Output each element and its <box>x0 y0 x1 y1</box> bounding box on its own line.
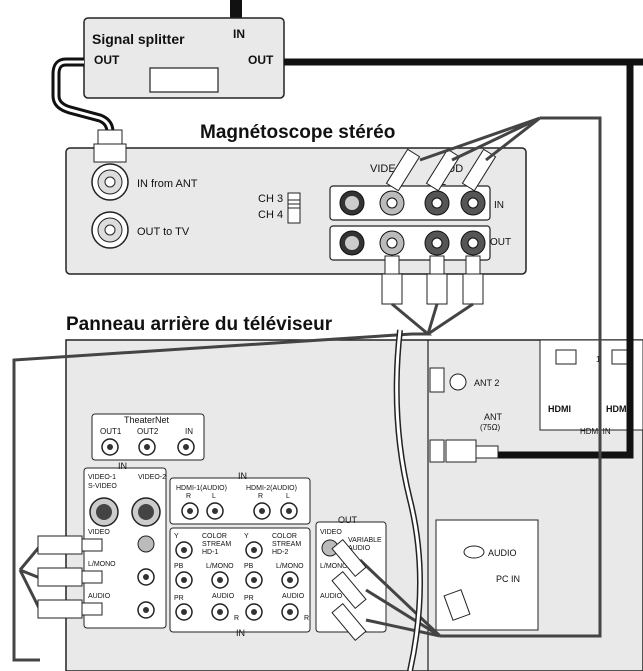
vcr-output-plugs <box>381 255 484 305</box>
out-lmono-label: L/MONO <box>320 563 348 570</box>
hdmi-logo-2: HDMI <box>606 404 629 414</box>
video1-label: VIDEO-1 <box>88 474 116 481</box>
variable-label: VARIABLE <box>348 537 382 544</box>
vcr-in-label: IN <box>494 200 504 211</box>
theaternet-out2-label: OUT2 <box>137 427 159 436</box>
cs1-line3: HD-1 <box>202 549 218 556</box>
tv-out-to-vcr-in-cable <box>440 116 602 638</box>
hdmi1-r-label: R <box>186 493 191 500</box>
vcr-out-label: OUT <box>490 237 511 248</box>
vcr-in-svideo-jack <box>339 190 365 216</box>
pc-in-label: PC IN <box>496 574 520 584</box>
ch3-label: CH 3 <box>258 193 283 205</box>
vcr-in-jack-row <box>329 185 491 221</box>
ch4-label: CH 4 <box>258 209 283 221</box>
out-audio-label: AUDIO <box>320 593 343 600</box>
ant2-connector-left <box>429 367 445 393</box>
cs1-line2: STREAM <box>202 541 231 548</box>
vcr-in-audio-r-jack <box>460 190 486 216</box>
colorstream-in-label: IN <box>236 628 245 638</box>
hdmi-in-label: HDMI IN <box>580 427 611 436</box>
cs2-line2: STREAM <box>272 541 301 548</box>
video2-label: VIDEO-2 <box>138 474 166 481</box>
pc-audio-label: AUDIO <box>488 548 517 558</box>
ant-connector-left <box>429 439 445 463</box>
tv-title: Panneau arrière du téléviseur <box>66 314 333 335</box>
vcr-title: Magnétoscope stéréo <box>200 122 395 143</box>
out-group-label: OUT <box>338 515 358 525</box>
cs1-pr-label: PR <box>174 595 184 602</box>
antenna-cable-in <box>230 0 242 20</box>
tv-input-plugs <box>37 535 103 619</box>
out-to-tv-label: OUT to TV <box>137 226 190 238</box>
vcr-out-video-jack <box>379 230 405 256</box>
out-video-label: VIDEO <box>320 529 342 536</box>
vcr-out-to-tv-in-cable <box>391 302 433 336</box>
hdmi2-l-label: L <box>286 493 290 500</box>
cs2-line3: HD-2 <box>272 549 288 556</box>
splitter-title: Signal splitter <box>92 31 185 47</box>
vcr-out-svideo-jack <box>339 230 365 256</box>
cs2-line1: COLOR <box>272 533 297 540</box>
tv-audio-label: AUDIO <box>88 593 111 600</box>
cs2-pb-label: PB <box>244 563 254 570</box>
cs1-y-label: Y <box>174 533 179 540</box>
splitter-window <box>149 67 219 93</box>
hdmi-audio-block <box>169 477 311 525</box>
vcr-out-audio-r-jack <box>460 230 486 256</box>
theaternet-label: TheaterNet <box>124 415 170 425</box>
cs2-pr-label: PR <box>244 595 254 602</box>
out-to-tv-connector <box>91 211 129 249</box>
cs2-y-label: Y <box>244 533 249 540</box>
cs2-r-label: R <box>304 615 309 622</box>
tv-video-label: VIDEO <box>88 529 110 536</box>
cs1-line1: COLOR <box>202 533 227 540</box>
svideo-label: S-VIDEO <box>88 483 117 490</box>
tv-output-plugs <box>331 539 367 641</box>
variable-audio-label: AUDIO <box>348 545 371 552</box>
theaternet-box <box>91 413 205 461</box>
video-in-group-label: IN <box>118 461 127 471</box>
splitter-out-left-label: OUT <box>94 53 120 67</box>
cs1-audio-label: AUDIO <box>212 593 235 600</box>
vcr-in-audio-l-jack <box>424 190 450 216</box>
vcr-out-jack-row <box>329 225 491 261</box>
hdmi2-r-label: R <box>258 493 263 500</box>
hdmi-logo-1: HDMI <box>548 404 571 414</box>
antenna-cable-to-tv <box>498 300 634 459</box>
hdmi-audio-in-label: IN <box>238 471 247 481</box>
colorstream-block <box>169 527 311 633</box>
splitter-out-right-label: OUT <box>248 53 274 67</box>
signal-splitter: Signal splitter IN OUT OUT <box>83 0 285 99</box>
cs2-lmono-label: L/MONO <box>276 563 304 570</box>
vcr-rear-panel: IN from ANT OUT to TV CH 3 CH 4 VIDEO AU… <box>65 129 527 275</box>
hdmi1-l-label: L <box>212 493 216 500</box>
ant-connector-body <box>445 439 477 463</box>
tv-rear-panel: TheaterNet OUT1 OUT2 IN IN VIDEO-1 VIDEO… <box>65 339 643 671</box>
ant-in-connector <box>91 129 129 201</box>
theaternet-in-label: IN <box>185 427 193 436</box>
cs2-audio-label: AUDIO <box>282 593 305 600</box>
ant-label: ANT <box>484 412 503 422</box>
hdmi2-audio-label: HDMI-2(AUDIO) <box>246 485 297 492</box>
in-from-ant-label: IN from ANT <box>137 178 198 190</box>
cs1-r-label: R <box>234 615 239 622</box>
tv-lmono-label: L/MONO <box>88 561 116 568</box>
vcr-out-audio-l-jack <box>424 230 450 256</box>
splitter-in-label: IN <box>233 27 245 41</box>
ant-ohm-label: (75Ω) <box>480 423 501 432</box>
cs1-lmono-label: L/MONO <box>206 563 234 570</box>
vcr-in-video-jack <box>379 190 405 216</box>
ant2-label: ANT 2 <box>474 378 499 388</box>
hdmi1-audio-label: HDMI-1(AUDIO) <box>176 485 227 492</box>
theaternet-out1-label: OUT1 <box>100 427 122 436</box>
cs1-pb-label: PB <box>174 563 184 570</box>
